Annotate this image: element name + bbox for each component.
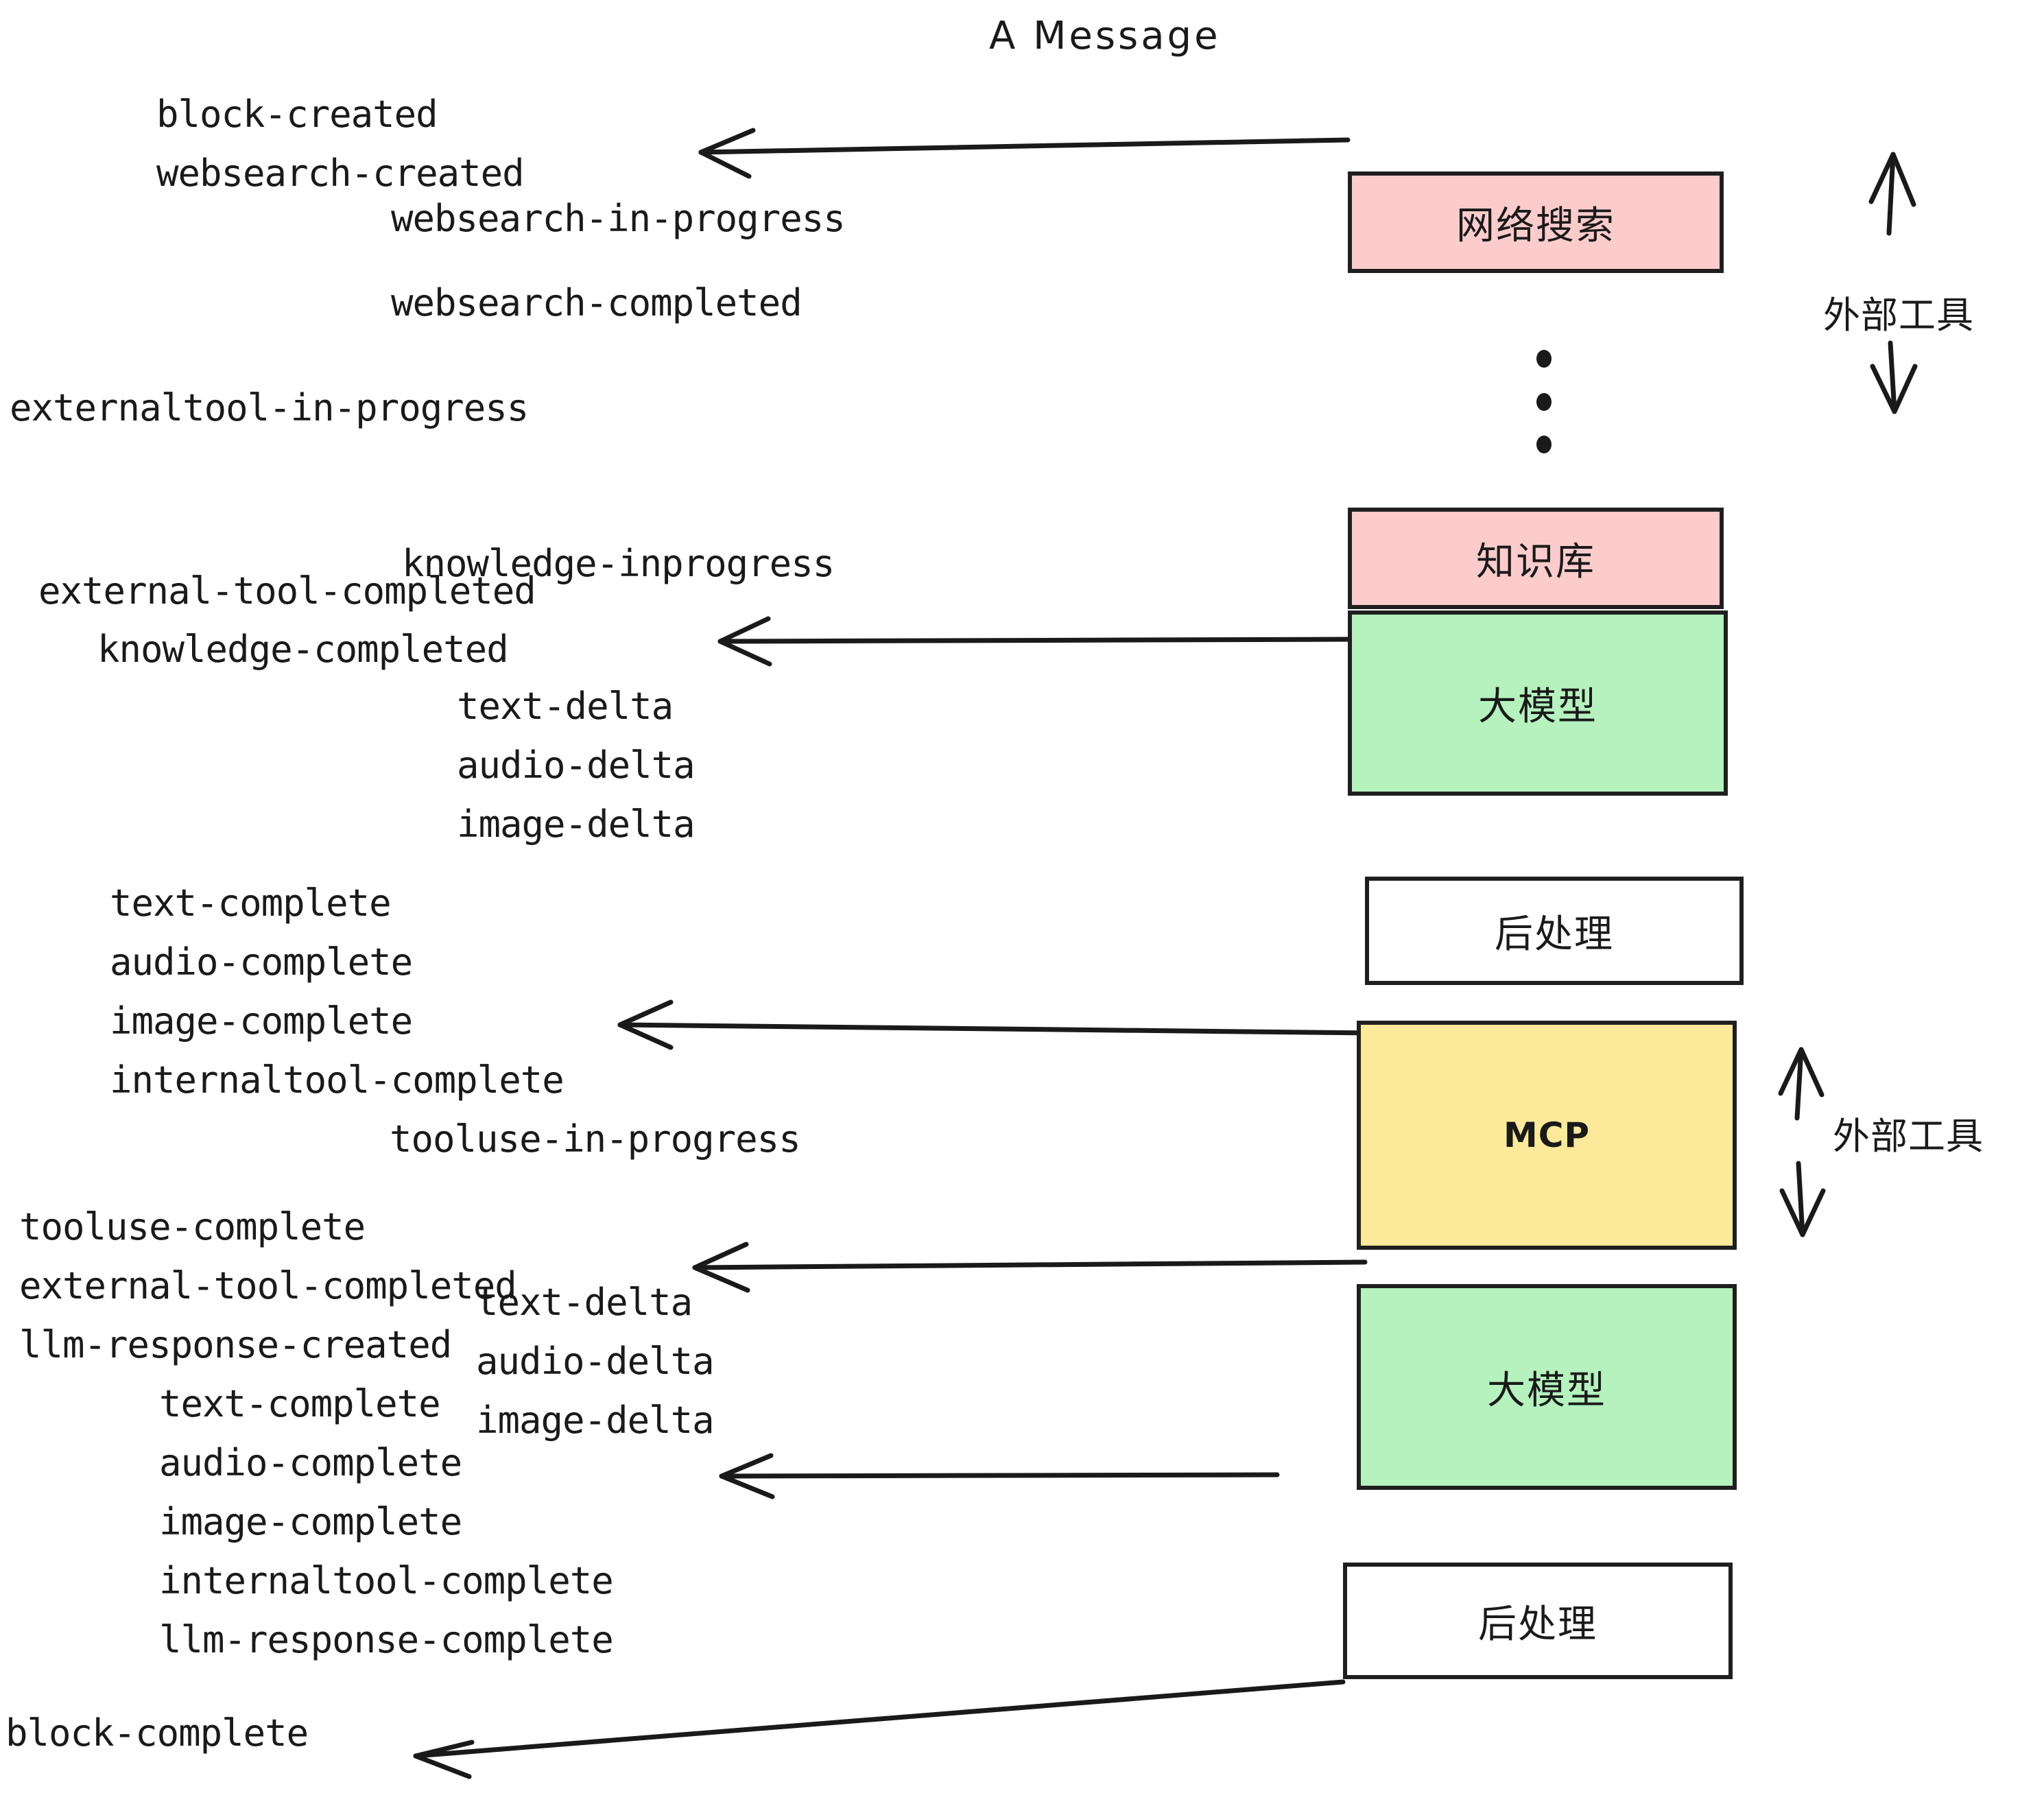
label-external-tool-bottom: 外部工具 [1833, 1115, 1984, 1158]
event-knowledge-completed: knowledge-completed [97, 628, 509, 671]
ellipsis-dot [1536, 350, 1552, 368]
label-external-tool-top: 外部工具 [1823, 294, 1974, 337]
event-external-tool-completed-second: external-tool-completed [19, 1264, 517, 1307]
box-websearch[interactable]: 网络搜索 [1348, 171, 1724, 273]
box-label: 后处理 [1495, 912, 1614, 957]
box-mcp[interactable]: MCP [1357, 1021, 1737, 1250]
event-tooluse-complete: tooluse-complete [19, 1205, 366, 1248]
ellipsis-dot [1536, 393, 1552, 411]
event-text-complete-first: text-complete [110, 881, 392, 925]
box-label: MCP [1503, 1115, 1591, 1155]
event-llm-response-complete: llm-response-complete [159, 1618, 614, 1661]
event-image-complete-first: image-complete [110, 999, 413, 1043]
event-audio-delta-second: audio-delta [476, 1340, 715, 1383]
event-text-delta-second: text-delta [476, 1281, 693, 1324]
box-label: 大模型 [1478, 684, 1597, 729]
box-label: 大模型 [1487, 1368, 1606, 1413]
event-externaltool-in-progress: externaltool-in-progress [10, 386, 529, 429]
box-postprocess-second[interactable]: 后处理 [1343, 1563, 1733, 1679]
event-internaltool-complete-first: internaltool-complete [110, 1058, 565, 1102]
event-image-delta-first: image-delta [457, 803, 696, 846]
box-knowledge[interactable]: 知识库 [1348, 508, 1724, 609]
diagram-title: A Message [989, 14, 1221, 58]
event-audio-complete-first: audio-complete [110, 940, 413, 984]
event-external-tool-completed-first: external-tool-completed [38, 569, 536, 613]
event-audio-delta-first: audio-delta [457, 744, 696, 787]
event-block-created: block-created [156, 93, 438, 136]
event-websearch-completed: websearch-completed [391, 281, 803, 324]
event-image-delta-second: image-delta [476, 1399, 715, 1442]
event-text-complete-second: text-complete [159, 1382, 441, 1425]
event-websearch-created: websearch-created [156, 152, 525, 195]
box-label: 知识库 [1476, 539, 1595, 584]
event-text-delta-first: text-delta [457, 685, 674, 728]
ellipsis-dot [1536, 436, 1552, 453]
event-knowledge-inprogress: knowledge-inprogress [402, 542, 835, 585]
event-websearch-in-progress: websearch-in-progress [391, 197, 846, 240]
box-postprocess-first[interactable]: 后处理 [1365, 877, 1744, 985]
box-llm-first[interactable]: 大模型 [1348, 610, 1728, 796]
box-llm-second[interactable]: 大模型 [1357, 1284, 1737, 1490]
event-audio-complete-second: audio-complete [159, 1441, 462, 1484]
box-label: 后处理 [1478, 1602, 1597, 1647]
event-image-complete-second: image-complete [159, 1500, 462, 1543]
event-block-complete: block-complete [5, 1711, 309, 1755]
box-label: 网络搜索 [1456, 203, 1615, 248]
event-llm-response-created: llm-response-created [19, 1323, 452, 1366]
event-tooluse-in-progress: tooluse-in-progress [390, 1117, 801, 1161]
event-internaltool-complete-second: internaltool-complete [159, 1559, 614, 1602]
